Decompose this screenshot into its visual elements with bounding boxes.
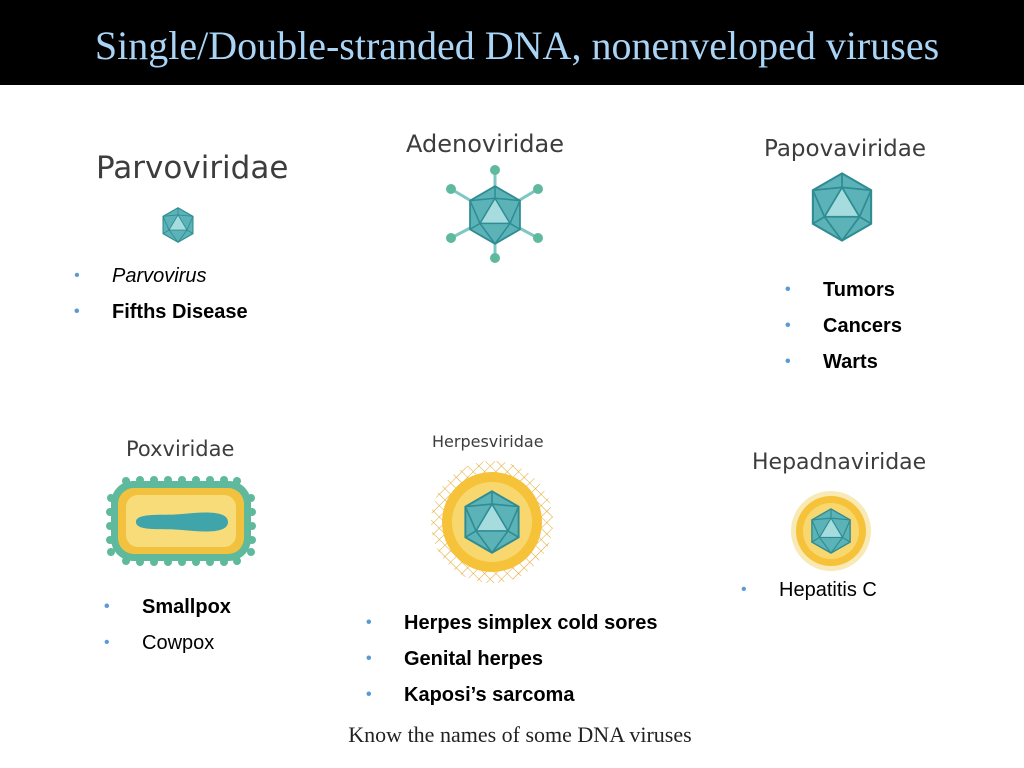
list-item: Tumors [785,278,902,314]
family-name-poxviridae: Poxviridae [126,437,235,461]
brick-shaped-virion-icon [106,476,256,566]
list-item: Cancers [785,314,902,350]
slide-title: Single/Double-stranded DNA, nonenveloped… [94,23,940,68]
list-item: Fifths Disease [74,300,248,336]
poxviridae-list: Smallpox Cowpox [104,595,231,667]
list-item: Warts [785,350,902,386]
list-item: Kaposi’s sarcoma [366,683,657,719]
list-item: Parvovirus [74,264,248,300]
list-item: Herpes simplex cold sores [366,611,657,647]
family-name-herpesviridae: Herpesviridae [432,432,544,451]
family-name-parvoviridae: Parvoviridae [96,150,289,186]
enveloped-capsid-icon [791,491,871,571]
icosahedral-capsid-with-fibers-icon [446,165,543,263]
family-name-hepadnaviridae: Hepadnaviridae [752,450,927,475]
list-item: Smallpox [104,595,231,631]
hepadnaviridae-list: Hepatitis C [741,578,877,614]
title-bar [0,0,1024,85]
family-name-papovaviridae: Papovaviridae [764,136,926,162]
herpesviridae-list: Herpes simplex cold sores Genital herpes… [366,611,657,719]
parvoviridae-list: Parvovirus Fifths Disease [74,264,248,336]
list-item: Cowpox [104,631,231,667]
papovaviridae-list: Tumors Cancers Warts [785,278,902,386]
icosahedral-capsid-icon [811,172,873,242]
list-item: Genital herpes [366,647,657,683]
list-item: Hepatitis C [741,578,877,614]
enveloped-capsid-icon [431,461,553,583]
footer-note: Know the names of some DNA viruses [348,722,692,747]
family-name-adenoviridae: Adenoviridae [406,130,565,158]
icosahedral-capsid-icon [162,207,194,243]
